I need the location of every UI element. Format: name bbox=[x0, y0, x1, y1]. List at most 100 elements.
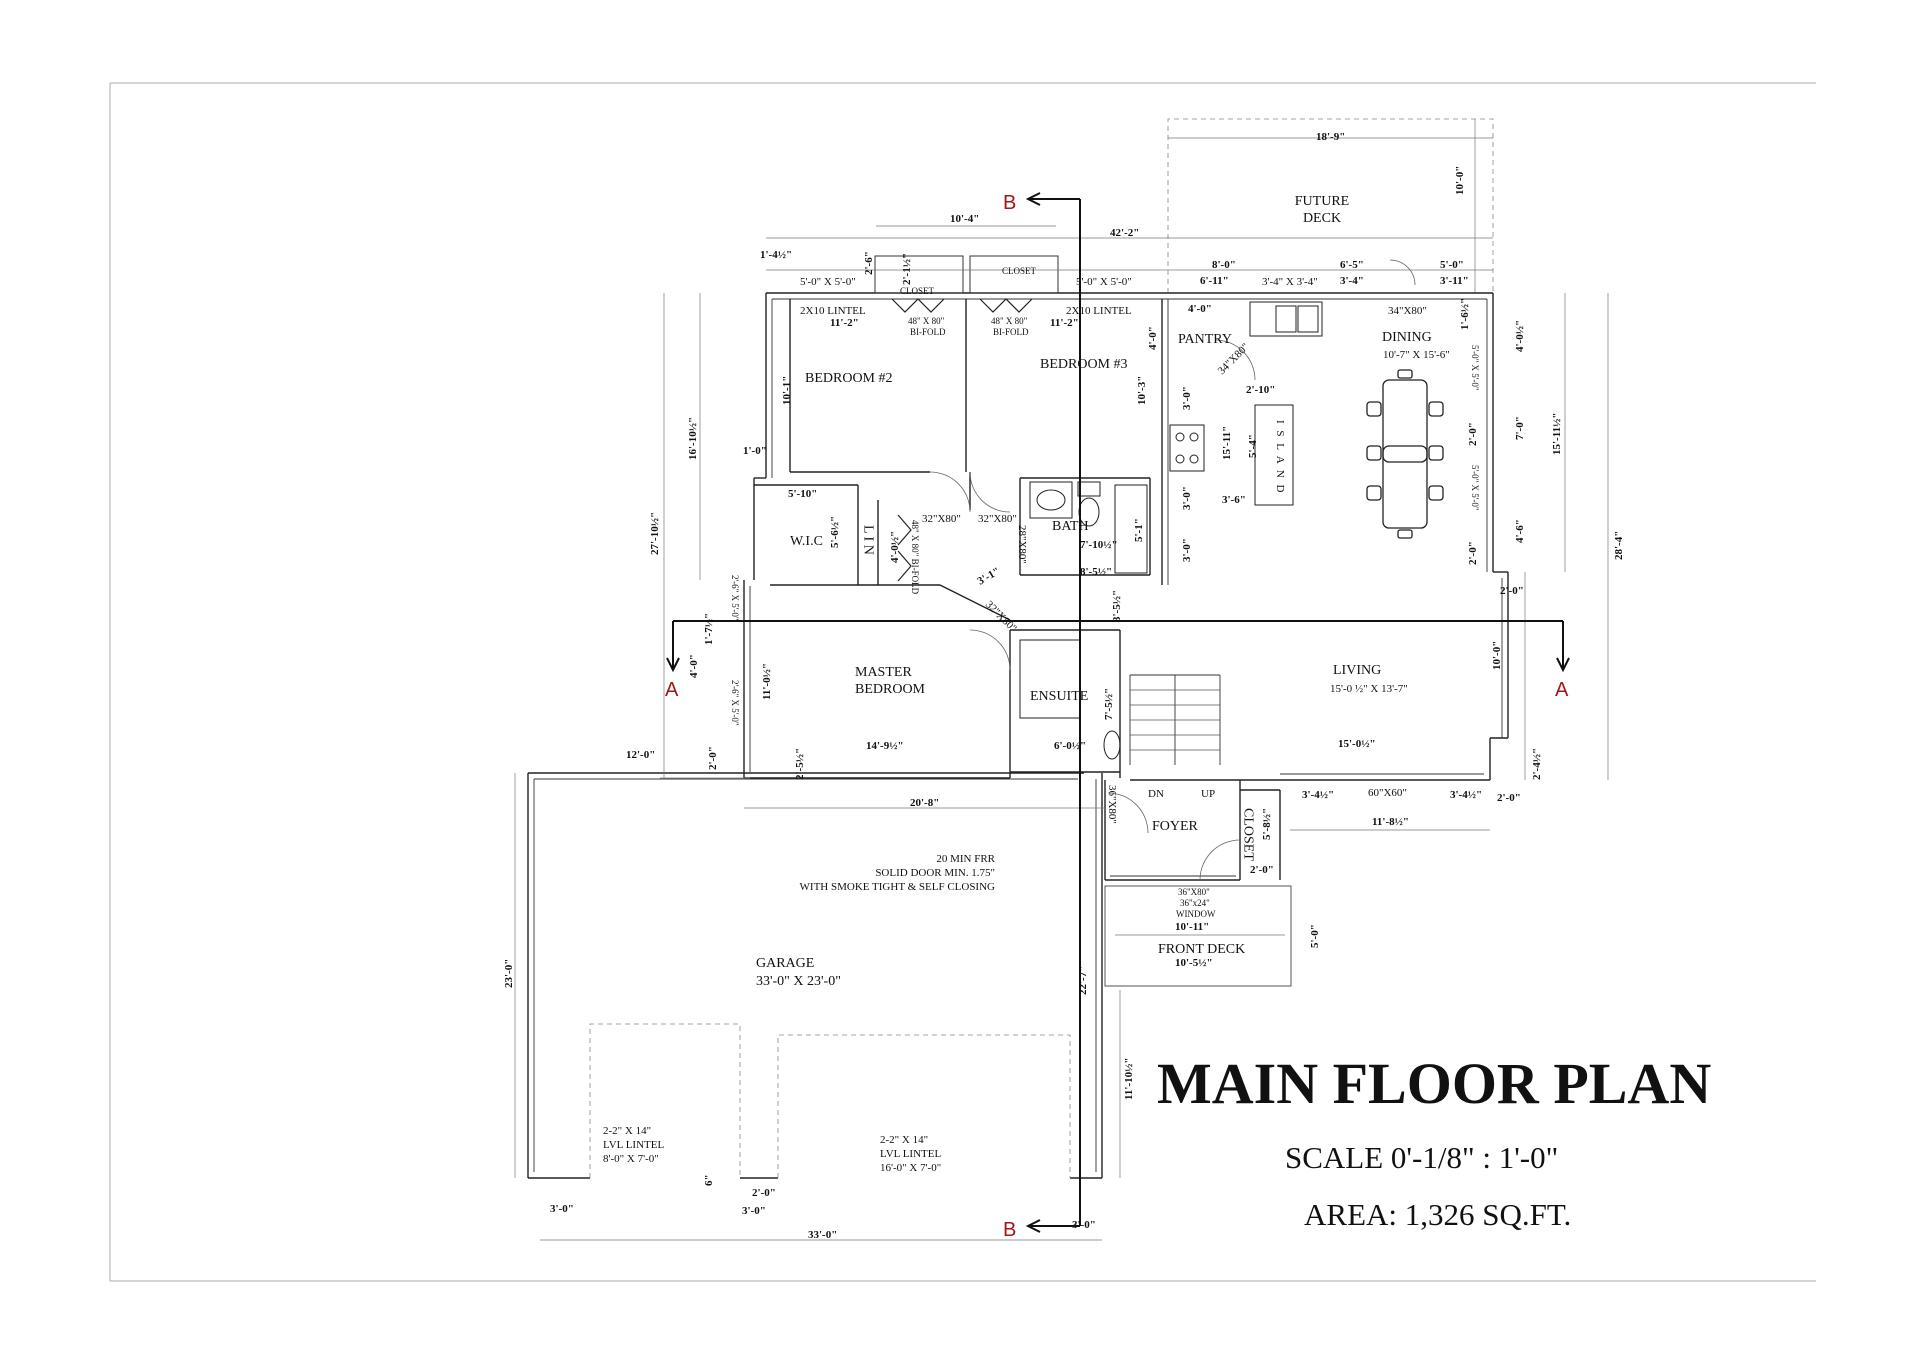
dim-22-7: 22'-7" bbox=[1077, 966, 1089, 995]
dim-4-0c: 4'-0½" bbox=[889, 531, 901, 563]
note-closet-small-2: CLOSET bbox=[900, 286, 935, 296]
dim-2-0g: 2'-0" bbox=[752, 1187, 776, 1199]
label-bath: BATH bbox=[1052, 519, 1089, 534]
label-living: LIVING bbox=[1333, 663, 1381, 678]
label-master-1: MASTER bbox=[855, 665, 912, 680]
drawing-scale: SCALE 0'-1/8" : 1'-0" bbox=[1285, 1140, 1558, 1175]
note-bifold-lin: 48" X 80" BI-FOLD bbox=[910, 520, 920, 595]
label-front-deck: FRONT DECK bbox=[1158, 942, 1245, 957]
note-win-60: 60"X60" bbox=[1368, 787, 1407, 799]
note-lintel-right: 2X10 LINTEL bbox=[1066, 305, 1132, 317]
label-future-deck-1: FUTURE bbox=[1295, 194, 1349, 209]
dim-18-9: 18'-9" bbox=[1316, 131, 1345, 143]
note-lvl-right-1: 2-2" X 14" bbox=[880, 1134, 928, 1146]
dim-4-0r: 4'-0½" bbox=[1514, 320, 1526, 352]
dim-15-11: 15'-11" bbox=[1221, 426, 1233, 460]
note-closet-small: CLOSET bbox=[1002, 266, 1037, 276]
dim-2-5: 2'-5½" bbox=[794, 748, 806, 780]
dimension-labels: 18'-9" 10'-0" 10'-4" 42'-2" 1'-4½" 2'-6"… bbox=[503, 131, 1625, 1241]
dim-10-4: 10'-4" bbox=[950, 213, 979, 225]
dim-4-6: 4'-6" bbox=[1514, 519, 1526, 543]
dim-3-0g1: 3'-0" bbox=[550, 1203, 574, 1215]
dim-20-8: 20'-8" bbox=[910, 797, 939, 809]
note-frr-2: SOLID DOOR MIN. 1.75" bbox=[875, 867, 995, 879]
dim-12-0: 12'-0" bbox=[626, 749, 655, 761]
dim-27-10: 27'-10½" bbox=[649, 512, 661, 555]
dim-6-5: 6'-5" bbox=[1340, 259, 1364, 271]
dim-7-0: 7'-0" bbox=[1514, 416, 1526, 440]
room-labels: FUTURE DECK BEDROOM #2 BEDROOM #3 PANTRY… bbox=[756, 194, 1450, 989]
dim-28-4: 28'-4" bbox=[1613, 531, 1625, 560]
dim-3-0g2: 3'-0" bbox=[742, 1205, 766, 1217]
label-dining-size: 10'-7" X 15'-6" bbox=[1383, 349, 1450, 361]
note-door-32b: 32"X80" bbox=[978, 513, 1017, 525]
dim-11-10: 11'-10½" bbox=[1123, 1058, 1135, 1100]
note-win-kitchen: 3'-4" X 3'-4" bbox=[1262, 276, 1318, 288]
section-marker-a-left: A bbox=[665, 679, 679, 701]
dim-5-8: 5'-8½" bbox=[1261, 808, 1273, 840]
label-dining: DINING bbox=[1382, 330, 1432, 345]
dim-6-11: 6'-11" bbox=[1200, 275, 1229, 287]
dim-7-10: 7'-10½" bbox=[1080, 539, 1118, 551]
dim-5-10: 5'-10" bbox=[788, 488, 817, 500]
label-dn: DN bbox=[1148, 788, 1164, 800]
house-walls bbox=[743, 292, 1509, 881]
dim-42-2: 42'-2" bbox=[1110, 227, 1139, 239]
sheet-border bbox=[109, 82, 1816, 1282]
stairs bbox=[1130, 689, 1220, 751]
dim-1-0: 1'-0" bbox=[743, 445, 767, 457]
dim-23-0: 23'-0" bbox=[503, 959, 515, 988]
note-lintel-left: 2X10 LINTEL bbox=[800, 305, 866, 317]
note-bifold1-a: 48" X 80" bbox=[908, 316, 945, 326]
dim-4-0b: 4'-0" bbox=[1147, 326, 1159, 350]
dim-3-0a: 3'-0" bbox=[1181, 386, 1193, 410]
label-garage-size: 33'-0" X 23'-0" bbox=[756, 974, 841, 989]
dim-3-4b: 3'-4½" bbox=[1450, 789, 1482, 801]
door-swings bbox=[929, 259, 1416, 881]
note-door-36: 36"X80" bbox=[1106, 785, 1118, 824]
dim-2-0c: 2'-0" bbox=[1250, 864, 1274, 876]
label-up: UP bbox=[1201, 788, 1215, 800]
note-door-28: 28"X80" bbox=[1016, 525, 1028, 564]
note-bifold1-b: BI-FOLD bbox=[910, 327, 946, 337]
dim-11-8: 11'-8½" bbox=[1372, 816, 1409, 828]
dim-2-1: 2'-1½" bbox=[901, 253, 913, 285]
dim-5-0v: 5'-0" bbox=[1309, 924, 1321, 948]
label-wic: W.I.C bbox=[790, 534, 823, 549]
label-bedroom-2: BEDROOM #2 bbox=[805, 371, 893, 386]
note-door-dining: 34"X80" bbox=[1388, 305, 1427, 317]
dim-4-0a: 4'-0" bbox=[1188, 303, 1212, 315]
dim-5-1: 5'-1" bbox=[1133, 518, 1145, 542]
note-win-right2: 5'-0" X 5'-0" bbox=[1470, 465, 1480, 511]
dim-3-4: 3'-4" bbox=[1340, 275, 1364, 287]
label-future-deck-2: DECK bbox=[1303, 211, 1341, 226]
dim-5-4: 5'-4" bbox=[1247, 434, 1259, 458]
dim-2-4: 2'-4½" bbox=[1531, 748, 1543, 780]
drawing-title: MAIN FLOOR PLAN bbox=[1157, 1051, 1711, 1116]
dim-2-6: 2'-6" bbox=[863, 251, 875, 275]
closets-top bbox=[874, 255, 1059, 294]
dim-2-10: 2'-10" bbox=[1246, 384, 1275, 396]
dim-2-0a: 2'-0" bbox=[707, 746, 719, 770]
label-bedroom-3: BEDROOM #3 bbox=[1040, 357, 1128, 372]
note-window-front-1: 36"x24" bbox=[1180, 898, 1210, 908]
dim-15-11r: 15'-11½" bbox=[1551, 413, 1563, 455]
section-cut-a bbox=[666, 620, 1570, 673]
dim-3-1: 3'-1" bbox=[976, 565, 1003, 587]
dim-4-0d: 4'-0" bbox=[688, 654, 700, 678]
dim-7-5: 7'-5½" bbox=[1103, 688, 1115, 720]
dim-8-5: 8'-5½" bbox=[1080, 566, 1112, 578]
dim-5-0: 5'-0" bbox=[1440, 259, 1464, 271]
dim-3-0b: 3'-0" bbox=[1181, 486, 1193, 510]
dim-2-0r1: 2'-0" bbox=[1467, 422, 1479, 446]
dim-10-1: 10'-1" bbox=[781, 376, 793, 405]
bifold-doors bbox=[891, 298, 1033, 582]
dim-11-2b: 11'-2" bbox=[1050, 317, 1079, 329]
front-deck-outline bbox=[1104, 885, 1292, 987]
label-master-2: BEDROOM bbox=[855, 682, 926, 697]
note-win-top-right: 5'-0" X 5'-0" bbox=[1076, 276, 1132, 288]
note-win-left1: 2'-6" X 5'-0" bbox=[730, 575, 740, 621]
note-bifold2-a: 48" X 80" bbox=[991, 316, 1028, 326]
dim-14-9: 14'-9½" bbox=[866, 740, 904, 752]
